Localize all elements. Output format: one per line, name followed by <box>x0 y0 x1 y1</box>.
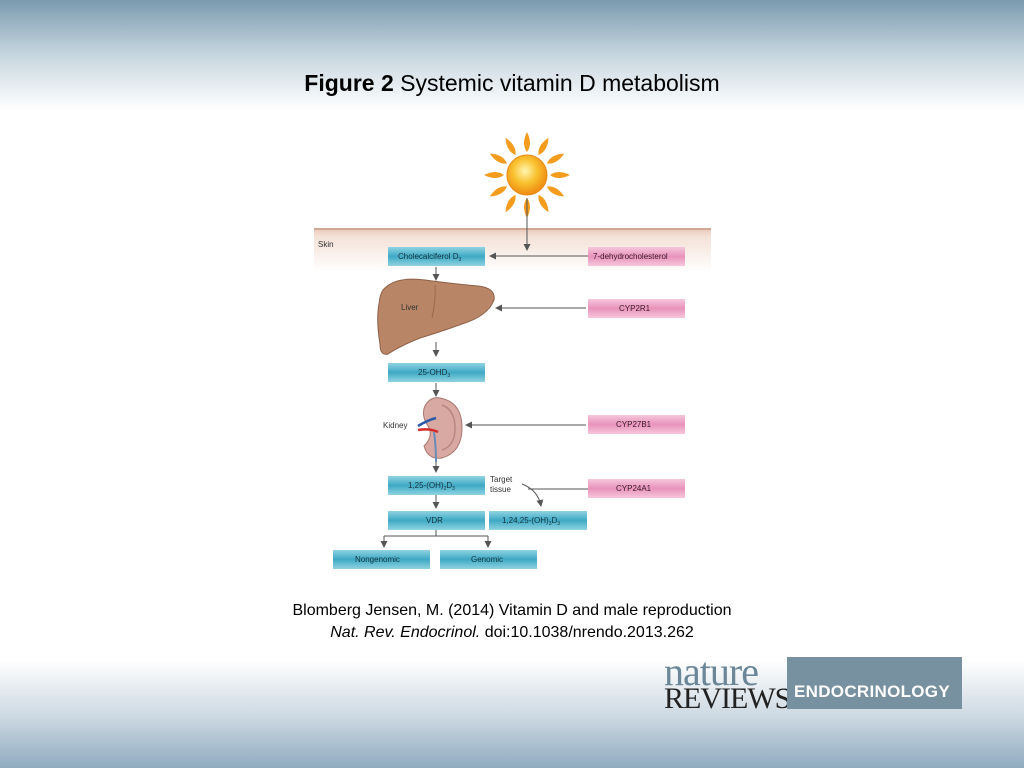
cyp27b1-box: CYP27B1 <box>588 415 685 434</box>
citation-journal-line: Nat. Rev. Endocrinol. doi:10.1038/nrendo… <box>0 624 1024 642</box>
cyp2r1-box: CYP2R1 <box>588 299 685 318</box>
svg-text:CYP24A1: CYP24A1 <box>616 484 652 493</box>
metabolism-diagram: Skin <box>314 132 711 569</box>
arrow-target-tissue <box>521 483 544 507</box>
trihydroxy-box: 1,24,25-(OH)3D3 <box>489 511 587 530</box>
svg-text:Genomic: Genomic <box>471 555 503 564</box>
svg-text:VDR: VDR <box>426 516 443 525</box>
svg-text:Cholecalciferol D3: Cholecalciferol D3 <box>398 252 461 263</box>
dehydrocholesterol-box: 7-dehydrocholesterol <box>588 247 685 266</box>
journal-name: Nat. Rev. Endocrinol. <box>330 624 481 641</box>
svg-text:CYP2R1: CYP2R1 <box>619 304 651 313</box>
ohd3-box: 25-OHD3 <box>388 363 485 382</box>
svg-text:1,25-(OH)2D3: 1,25-(OH)2D3 <box>408 481 455 492</box>
logo-section-bar <box>787 657 962 709</box>
target-tissue-label: Target tissue <box>490 475 514 494</box>
dihydroxy-box: 1,25-(OH)2D3 <box>388 476 485 495</box>
svg-text:CYP27B1: CYP27B1 <box>616 420 652 429</box>
svg-text:7-dehydrocholesterol: 7-dehydrocholesterol <box>593 252 668 261</box>
cholecalciferol-box: Cholecalciferol D3 <box>388 247 485 266</box>
kidney-label: Kidney <box>383 421 407 430</box>
vdr-box: VDR <box>388 511 485 530</box>
figure-number: Figure 2 <box>304 70 394 96</box>
figure-title: Systemic vitamin D metabolism <box>400 70 720 96</box>
doi-text: doi:10.1038/nrendo.2013.262 <box>484 624 694 641</box>
skin-label: Skin <box>318 240 334 249</box>
cyp24a1-box: CYP24A1 <box>588 479 685 498</box>
genomic-box: Genomic <box>440 550 537 569</box>
logo-reviews-word: REVIEWS <box>664 682 791 715</box>
liver-label: Liver <box>401 303 419 312</box>
kidney-icon <box>417 397 463 463</box>
nongenomic-box: Nongenomic <box>333 550 430 569</box>
citation-line: Blomberg Jensen, M. (2014) Vitamin D and… <box>292 602 732 619</box>
page-title: Figure 2 Systemic vitamin D metabolism <box>0 70 1024 97</box>
logo-nature-word: nature <box>664 649 759 694</box>
liver-icon <box>377 278 495 355</box>
svg-text:1,24,25-(OH)3D3: 1,24,25-(OH)3D3 <box>502 516 560 527</box>
svg-text:25-OHD3: 25-OHD3 <box>418 368 450 379</box>
logo-section-name: ENDOCRINOLOGY <box>794 682 950 701</box>
svg-text:Nongenomic: Nongenomic <box>355 555 400 564</box>
sun-icon <box>484 132 570 218</box>
